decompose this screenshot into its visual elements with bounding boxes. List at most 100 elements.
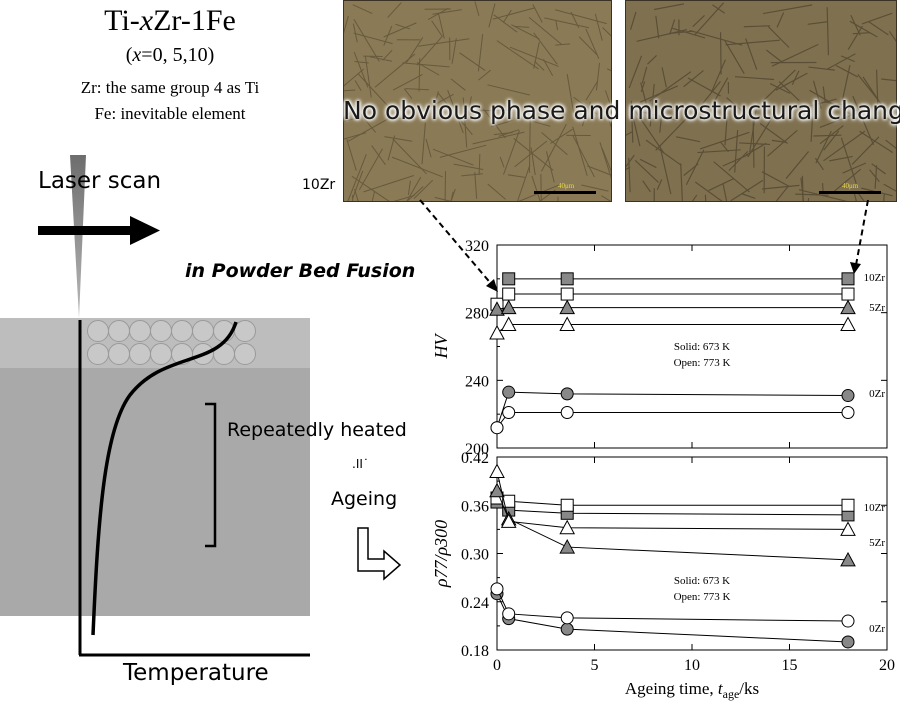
lath-line — [513, 138, 554, 171]
lath-line — [496, 40, 539, 70]
lath-line — [578, 36, 598, 55]
annotation-open: Open: 773 K — [674, 357, 731, 369]
lath-line — [545, 151, 555, 183]
lath-line — [434, 91, 439, 106]
lath-line — [431, 20, 443, 37]
y-tick-label: 0.30 — [461, 547, 489, 564]
series-line — [496, 293, 848, 305]
lath-line — [683, 70, 704, 88]
lath-line — [605, 110, 611, 128]
lath-line — [835, 103, 848, 106]
lath-line — [477, 34, 484, 72]
y-tick-label: 0.18 — [461, 643, 489, 660]
lath-line — [761, 171, 790, 187]
data-point-triangle — [840, 521, 856, 536]
lath-line — [776, 12, 785, 28]
lath-line — [862, 76, 882, 106]
laser-beam — [70, 155, 86, 318]
lath-line — [425, 138, 432, 158]
lath-line — [649, 71, 692, 102]
lath-line — [656, 179, 663, 190]
lath-line — [347, 116, 393, 142]
lath-line — [499, 156, 505, 168]
lath-line — [685, 149, 705, 185]
data-point-circle — [560, 622, 574, 636]
lath-line — [572, 134, 595, 178]
lath-line — [514, 140, 548, 168]
lath-line — [875, 69, 879, 114]
lath-line — [347, 154, 367, 201]
lath-line — [813, 134, 842, 137]
lath-line — [833, 168, 862, 192]
lath-line — [493, 14, 518, 33]
lath-line — [726, 97, 751, 119]
no-change-banner: No obvious phase and microstructural cha… — [343, 96, 900, 125]
data-point-square — [560, 287, 574, 301]
lath-line — [697, 149, 741, 154]
y-tick-label: 0.42 — [461, 450, 489, 467]
lath-line — [647, 54, 657, 65]
lath-line — [775, 186, 789, 201]
lath-line — [418, 58, 421, 92]
data-point-circle — [841, 635, 855, 649]
lath-line — [534, 60, 545, 71]
lath-line — [634, 109, 665, 154]
lath-line — [881, 78, 896, 82]
lath-line — [708, 177, 735, 192]
lath-line — [852, 95, 875, 146]
lath-line — [572, 126, 588, 176]
lath-line — [630, 109, 641, 147]
lath-line — [852, 32, 871, 35]
lath-line — [630, 11, 637, 30]
lath-line — [419, 93, 454, 113]
lath-line — [595, 62, 601, 91]
lath-line — [406, 186, 424, 201]
lath-line — [358, 148, 383, 190]
lath-line — [885, 139, 896, 149]
y-tick-label: 0.24 — [461, 595, 489, 612]
lath-line — [823, 130, 840, 151]
lath-line — [353, 32, 393, 45]
lath-line — [765, 49, 782, 63]
lath-line — [861, 12, 893, 25]
lath-line — [743, 25, 771, 28]
temperature-label: Temperature — [123, 660, 269, 686]
data-point-circle — [841, 614, 855, 628]
lath-line — [835, 64, 859, 78]
data-point-circle — [490, 582, 504, 596]
lath-line — [888, 31, 896, 42]
lath-line — [530, 147, 536, 175]
lath-line — [798, 189, 848, 201]
series-line — [496, 471, 849, 530]
lath-line — [819, 125, 844, 145]
lath-line — [517, 164, 531, 201]
lath-line — [602, 27, 611, 37]
lath-line — [639, 85, 678, 103]
y-tick-label: 320 — [465, 238, 489, 255]
lath-line — [392, 73, 423, 91]
y-axis-label: ρ77/ρ300 — [431, 520, 451, 588]
lath-line — [573, 96, 598, 115]
lath-line — [767, 26, 790, 48]
data-point-triangle — [489, 301, 505, 316]
scale-text-left: 40μm — [558, 182, 575, 190]
lath-line — [416, 35, 444, 66]
lath-line — [810, 105, 814, 142]
series-label: 5Zr — [869, 537, 885, 549]
lath-line — [713, 161, 750, 193]
lath-line — [641, 111, 677, 121]
lath-line — [531, 175, 541, 201]
lath-line — [541, 123, 567, 172]
lath-line — [363, 175, 414, 193]
lath-line — [689, 29, 743, 46]
lath-line — [640, 81, 646, 93]
data-point-triangle — [559, 316, 576, 332]
lath-line — [641, 66, 648, 84]
lath-line — [798, 98, 837, 110]
x-tick-label: 5 — [591, 657, 599, 674]
series-label: 0Zr — [869, 388, 885, 400]
lath-line — [403, 88, 413, 99]
data-point-square — [502, 272, 516, 286]
